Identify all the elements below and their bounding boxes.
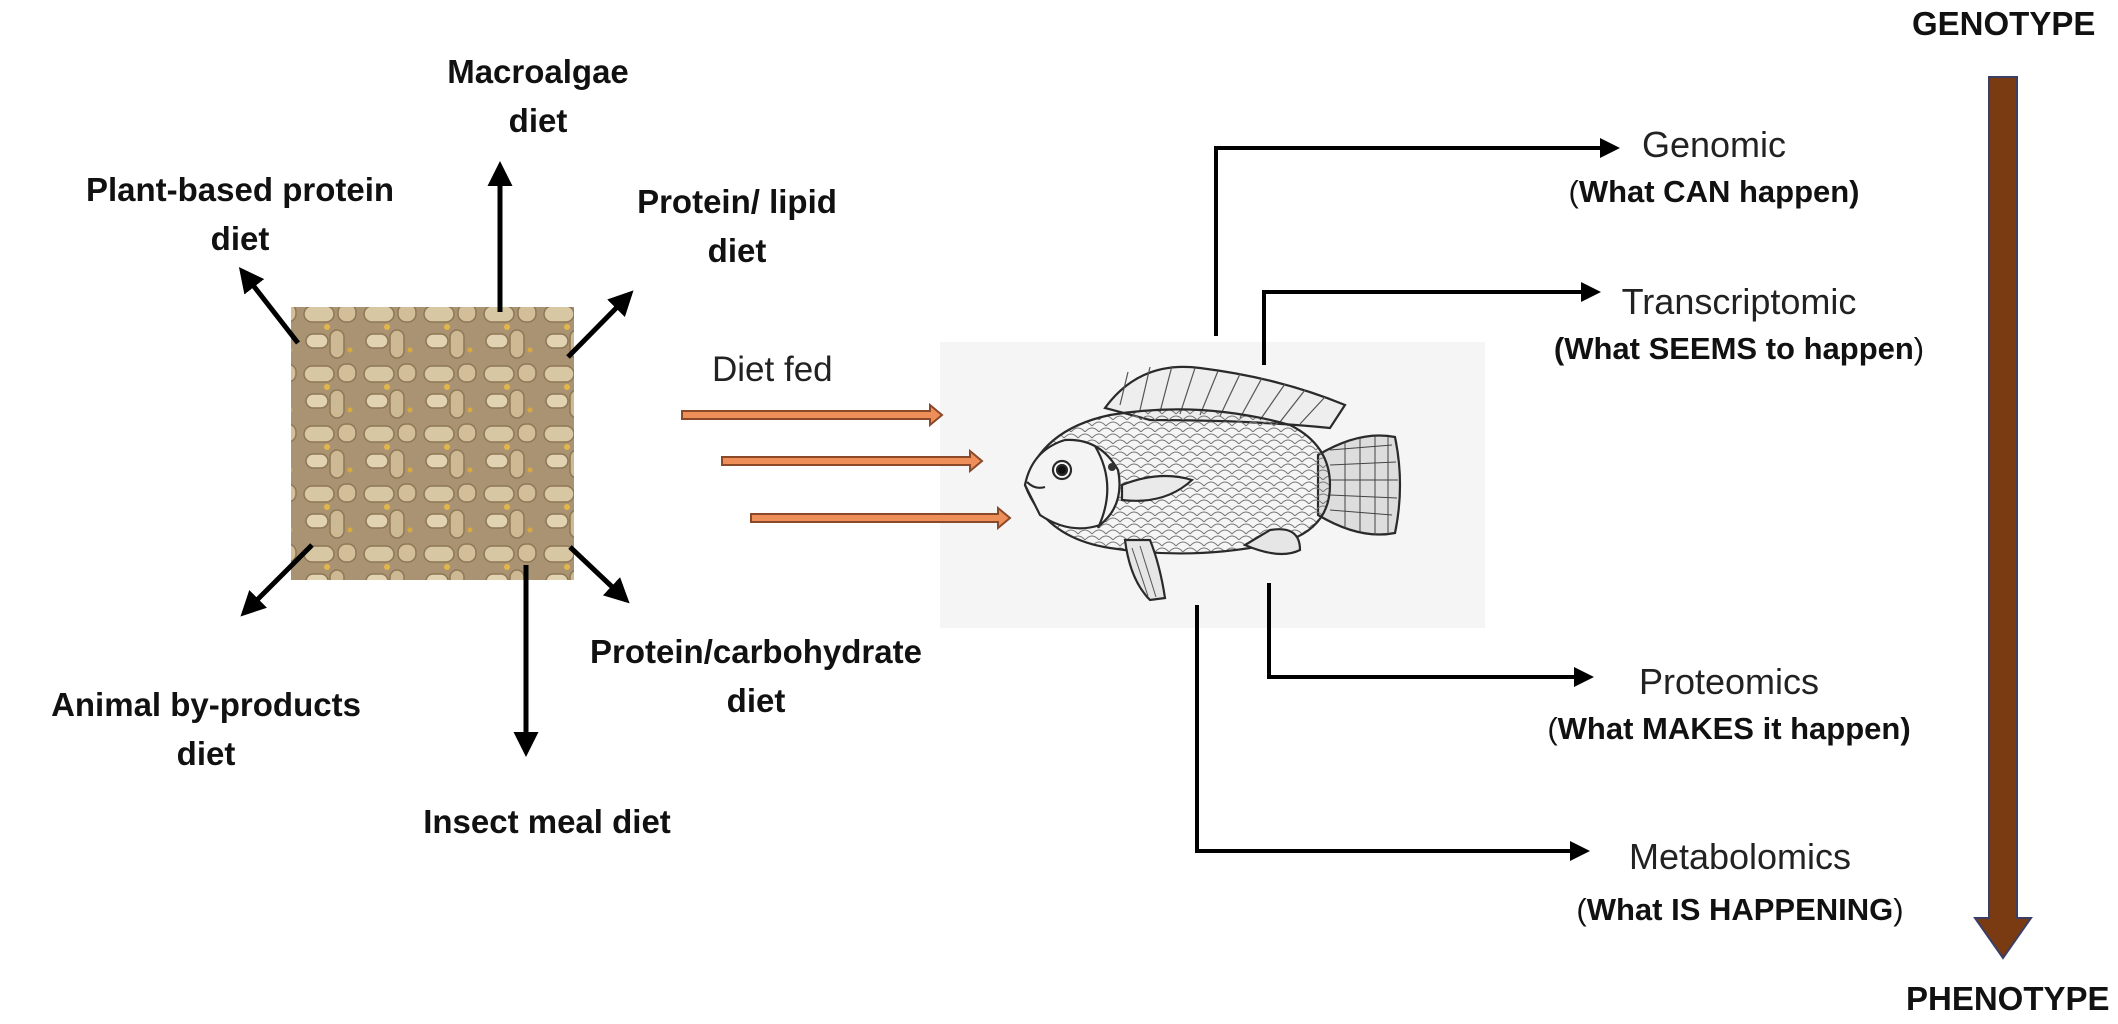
omic-metabolomics: Metabolomics (What IS HAPPENING): [1576, 832, 1903, 932]
genotype-phenotype-arrow: [1973, 76, 2033, 960]
arrow-plant-protein: [238, 267, 300, 345]
connector-genomic: [1214, 138, 1620, 336]
feed-arrow-3: [750, 505, 1012, 531]
omic-transcriptomic-desc: (What SEEMS to happen): [1553, 331, 1925, 366]
connector-proteomics: [1267, 583, 1594, 687]
omic-genomic: Genomic (What CAN happen): [1568, 120, 1859, 214]
arrow-protein-carb: [568, 545, 630, 604]
feed-arrow-1: [681, 402, 944, 428]
arrow-animal: [240, 543, 314, 617]
omic-proteomics-name: Proteomics: [1638, 661, 1820, 702]
arrow-protein-lipid: [566, 290, 634, 359]
omics-connectors: [1195, 138, 1620, 861]
tilapia-fish-illustration: [1023, 365, 1402, 602]
label-diet-fed: Diet fed: [712, 350, 833, 389]
label-phenotype: PHENOTYPE: [1906, 980, 2110, 1017]
connector-transcriptomic: [1262, 282, 1601, 365]
omic-transcriptomic-name: Transcriptomic: [1621, 281, 1857, 322]
omic-metabolomics-desc: (What IS HAPPENING): [1576, 892, 1904, 927]
omic-proteomics-desc: (What MAKES it happen): [1547, 711, 1911, 746]
omic-proteomics: Proteomics (What MAKES it happen): [1547, 657, 1910, 751]
feed-pellets-image: [291, 307, 574, 580]
label-genotype: GENOTYPE: [1912, 5, 2096, 42]
connector-metabolomics: [1195, 605, 1590, 861]
omic-metabolomics-name: Metabolomics: [1628, 836, 1852, 877]
diet-arrows: [238, 161, 634, 757]
diet-fed-arrows: [681, 402, 1012, 531]
feed-arrow-2: [721, 448, 984, 474]
omic-genomic-desc: (What CAN happen): [1568, 174, 1860, 209]
label-insect-meal-diet: Insect meal diet: [423, 803, 671, 840]
omic-transcriptomic: Transcriptomic (What SEEMS to happen): [1554, 277, 1924, 371]
omic-genomic-name: Genomic: [1641, 124, 1787, 165]
